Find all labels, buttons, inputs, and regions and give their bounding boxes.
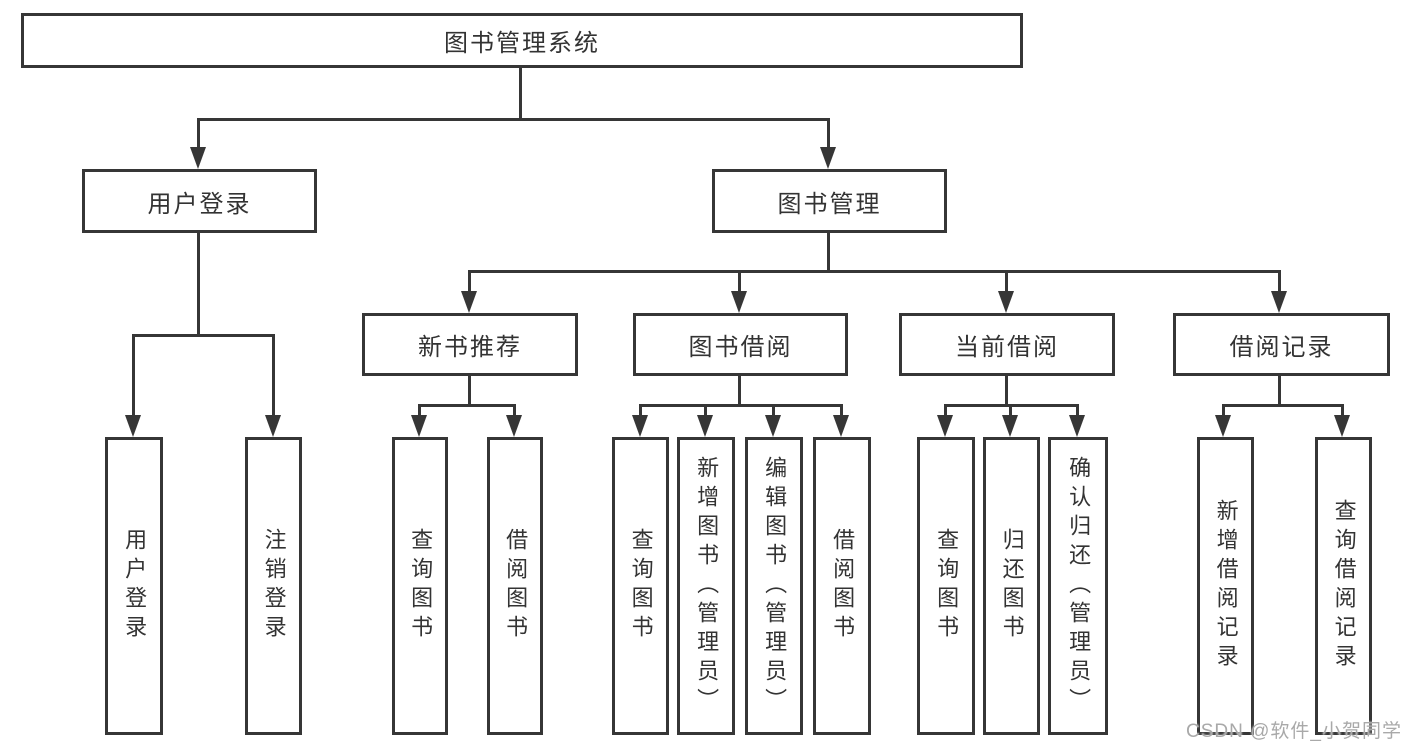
arrow-down-icon	[731, 291, 747, 313]
leaf-label: 新增图书（管理员）	[694, 455, 720, 717]
arrow-down-icon	[998, 291, 1014, 313]
node-label: 图书管理	[777, 190, 882, 218]
connector-line	[468, 376, 471, 406]
arrow-down-icon	[506, 415, 522, 437]
node-book-borrowing: 图书借阅	[633, 313, 848, 376]
arrow-down-icon	[820, 147, 836, 169]
arrow-down-icon	[697, 415, 713, 437]
node-label: 当前借阅	[955, 334, 1059, 361]
connector-line	[197, 233, 200, 336]
arrow-down-icon	[461, 291, 477, 313]
connector-line	[738, 270, 741, 293]
connector-line	[468, 270, 471, 293]
leaf-label: 用户登录	[122, 528, 148, 644]
arrow-down-icon	[1002, 415, 1018, 437]
connector-line	[827, 118, 830, 150]
arrow-down-icon	[765, 415, 781, 437]
connector-line	[639, 404, 642, 417]
leaf-label: 借阅图书	[830, 528, 856, 644]
leaf-borrow-books-1: 借阅图书	[487, 437, 543, 735]
leaf-query-books-3: 查询图书	[917, 437, 975, 735]
arrow-down-icon	[411, 415, 427, 437]
connector-line	[944, 404, 947, 417]
arrow-down-icon	[265, 415, 281, 437]
connector-line	[418, 404, 516, 407]
node-user-login-branch: 用户登录	[82, 169, 317, 233]
leaf-label: 查询图书	[628, 528, 654, 644]
arrow-down-icon	[937, 415, 953, 437]
leaf-label: 归还图书	[999, 528, 1025, 644]
arrow-down-icon	[1069, 415, 1085, 437]
leaf-label: 注销登录	[261, 528, 287, 644]
leaf-confirm-return-admin: 确认归还（管理员）	[1048, 437, 1108, 735]
arrow-down-icon	[1334, 415, 1350, 437]
connector-line	[840, 404, 843, 417]
node-book-management-branch: 图书管理	[712, 169, 947, 233]
connector-line	[1005, 376, 1008, 406]
leaf-label: 确认归还（管理员）	[1066, 455, 1092, 717]
connector-line	[738, 376, 741, 406]
connector-line	[772, 404, 775, 417]
leaf-add-books-admin: 新增图书（管理员）	[677, 437, 735, 735]
node-label: 图书借阅	[688, 334, 793, 361]
node-root-system: 图书管理系统	[21, 13, 1023, 68]
node-label: 新书推荐	[418, 334, 522, 361]
connector-line	[513, 404, 516, 417]
node-new-book-recommendation: 新书推荐	[362, 313, 578, 376]
leaf-label: 借阅图书	[503, 528, 529, 644]
connector-line	[197, 118, 830, 121]
leaf-label: 编辑图书（管理员）	[762, 455, 788, 717]
arrow-down-icon	[1215, 415, 1231, 437]
leaf-add-borrow-record: 新增借阅记录	[1197, 437, 1254, 735]
connector-line	[418, 404, 421, 417]
connector-line	[1222, 404, 1225, 417]
watermark-text: CSDN @软件_小贺同学	[1186, 721, 1402, 742]
leaf-query-borrow-record: 查询借阅记录	[1315, 437, 1372, 735]
connector-line	[197, 118, 200, 150]
arrow-down-icon	[190, 147, 206, 169]
leaf-user-login: 用户登录	[105, 437, 163, 735]
node-current-borrowing: 当前借阅	[899, 313, 1115, 376]
node-label: 图书管理系统	[444, 30, 600, 57]
leaf-label: 查询图书	[408, 528, 434, 644]
leaf-label: 查询借阅记录	[1331, 499, 1357, 673]
leaf-label: 新增借阅记录	[1213, 499, 1239, 673]
connector-line	[1005, 270, 1008, 293]
connector-line	[1278, 376, 1281, 406]
connector-line	[272, 334, 275, 417]
arrow-down-icon	[632, 415, 648, 437]
connector-line	[827, 233, 830, 272]
connector-line	[1222, 404, 1344, 407]
connector-line	[1076, 404, 1079, 417]
connector-line	[639, 404, 843, 407]
leaf-query-books-2: 查询图书	[612, 437, 669, 735]
arrow-down-icon	[125, 415, 141, 437]
node-label: 用户登录	[147, 190, 252, 218]
leaf-query-books-1: 查询图书	[392, 437, 448, 735]
leaf-logout: 注销登录	[245, 437, 302, 735]
arrow-down-icon	[833, 415, 849, 437]
node-label: 借阅记录	[1229, 334, 1334, 361]
connector-line	[519, 68, 522, 120]
connector-line	[132, 334, 275, 337]
connector-line	[704, 404, 707, 417]
connector-line	[132, 334, 135, 417]
node-borrowing-records: 借阅记录	[1173, 313, 1390, 376]
connector-line	[1278, 270, 1281, 293]
leaf-borrow-books-2: 借阅图书	[813, 437, 871, 735]
arrow-down-icon	[1271, 291, 1287, 313]
leaf-return-books: 归还图书	[983, 437, 1040, 735]
connector-line	[468, 270, 1281, 273]
leaf-label: 查询图书	[934, 528, 960, 644]
connector-line	[1341, 404, 1344, 417]
connector-line	[1009, 404, 1012, 417]
leaf-edit-books-admin: 编辑图书（管理员）	[745, 437, 803, 735]
